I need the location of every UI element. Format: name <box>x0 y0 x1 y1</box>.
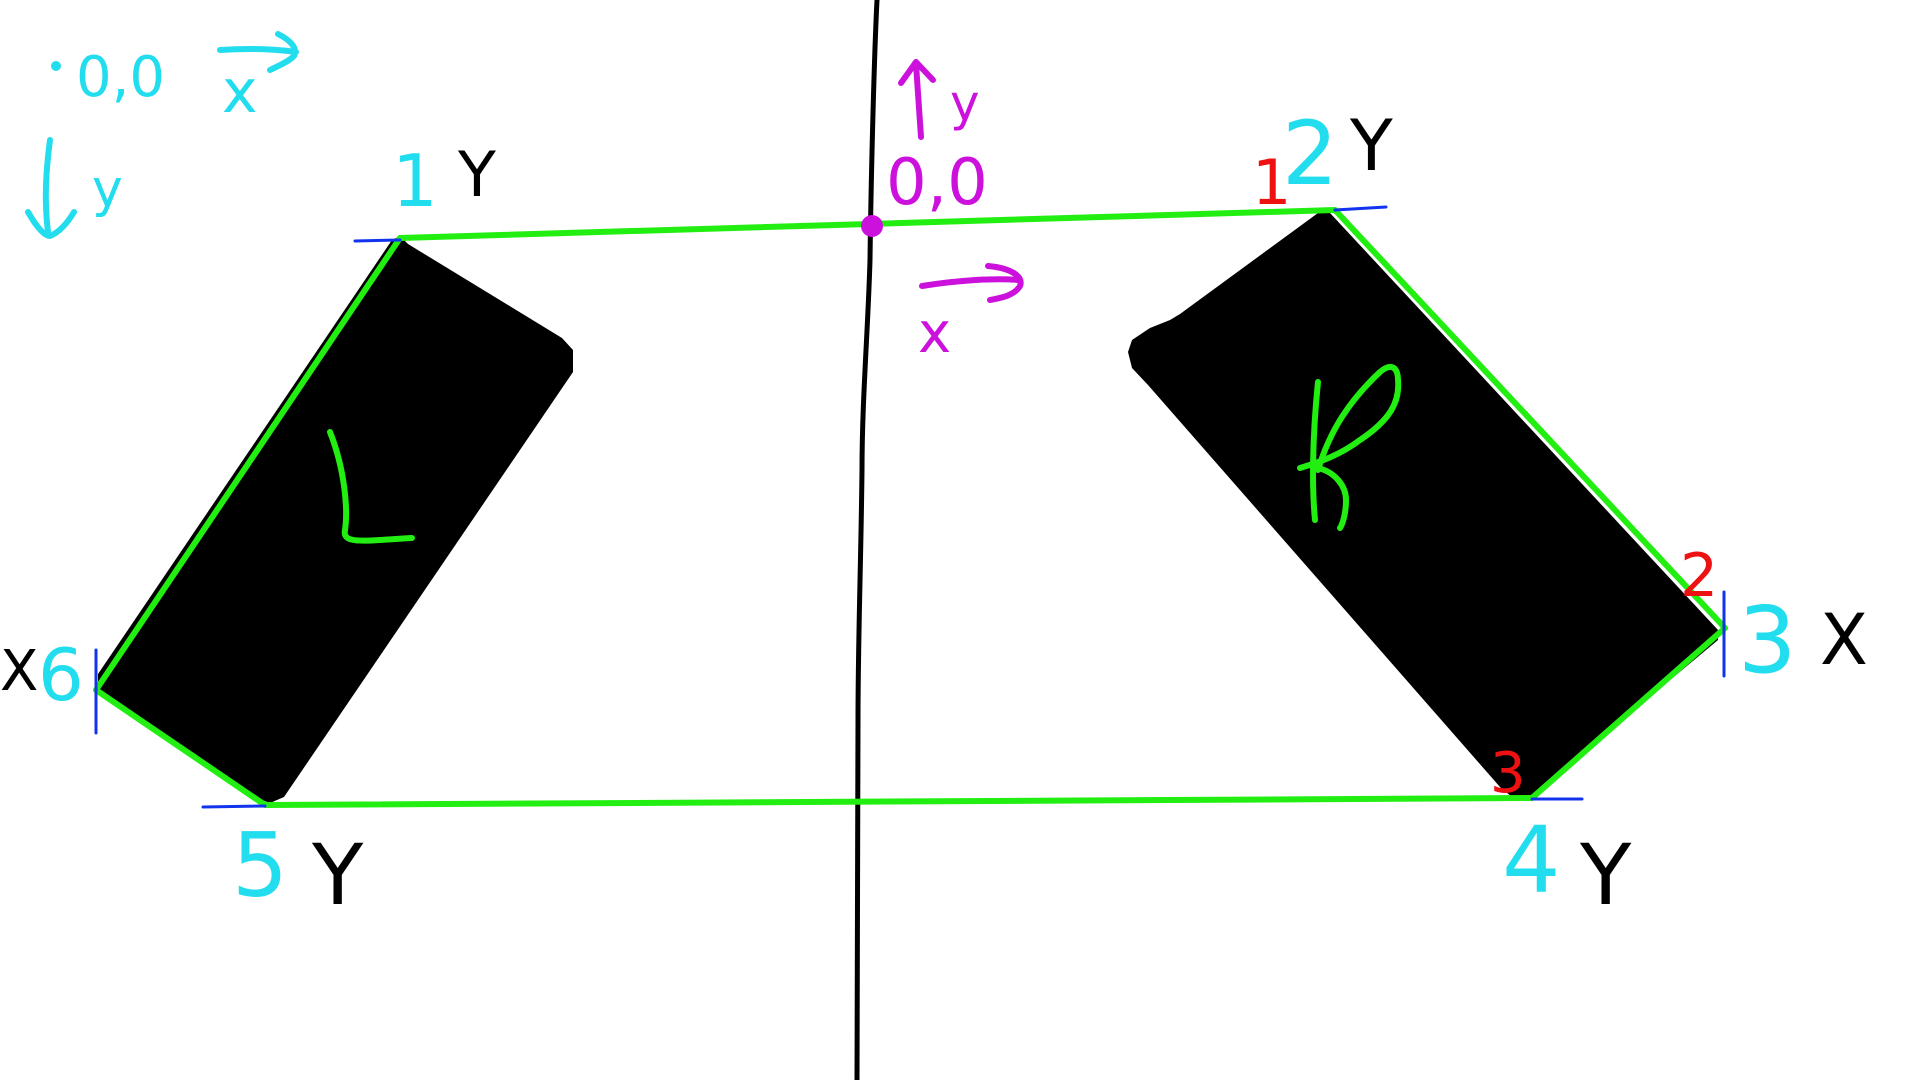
screen-y-arrow-icon <box>25 137 77 239</box>
right-panel-letter-stroke <box>1297 363 1402 531</box>
screen-x-arrow-icon <box>217 31 299 73</box>
left-black-panel <box>98 236 573 803</box>
center-origin-dot <box>861 215 883 237</box>
center-origin-label: 0,0 <box>886 146 988 220</box>
point-6-number: 6 <box>38 633 84 717</box>
point-3-axis: X <box>1820 599 1868 681</box>
right-black-panel <box>1128 213 1718 797</box>
point-1-axis: Y <box>457 138 496 211</box>
point-4-number: 4 <box>1502 807 1561 914</box>
left-panel-letter-stroke <box>327 429 415 544</box>
right-panel-letter: R <box>0 0 1 1</box>
left-panel-letter: L <box>0 0 1 1</box>
vertical-axis-line <box>854 0 880 1080</box>
point-4-axis: Y <box>1579 826 1632 924</box>
up-arrow-icon <box>898 59 936 140</box>
screen-origin-label: 0,0 <box>76 45 165 110</box>
point-5-axis: Y <box>311 826 364 924</box>
point-6-axis: X <box>0 639 38 704</box>
center-right-label: x <box>918 301 951 366</box>
screen-x-label: x <box>222 57 258 127</box>
center-up-label: y <box>950 74 980 132</box>
red-mark-2: 2 <box>1680 541 1718 611</box>
point-2-number: 2 <box>1282 102 1338 205</box>
point-3-number: 3 <box>1738 587 1797 694</box>
point-1-number: 1 <box>392 139 438 223</box>
blue-tick-marks <box>94 205 1726 809</box>
red-mark-3: 3 <box>1490 741 1526 806</box>
right-arrow-icon <box>919 263 1024 303</box>
screen-origin-dot <box>51 61 61 71</box>
screen-y-label: y <box>92 159 123 219</box>
red-mark-1: 1 <box>1252 146 1291 219</box>
point-5-number: 5 <box>232 814 288 917</box>
point-2-axis: Y <box>1349 105 1393 187</box>
